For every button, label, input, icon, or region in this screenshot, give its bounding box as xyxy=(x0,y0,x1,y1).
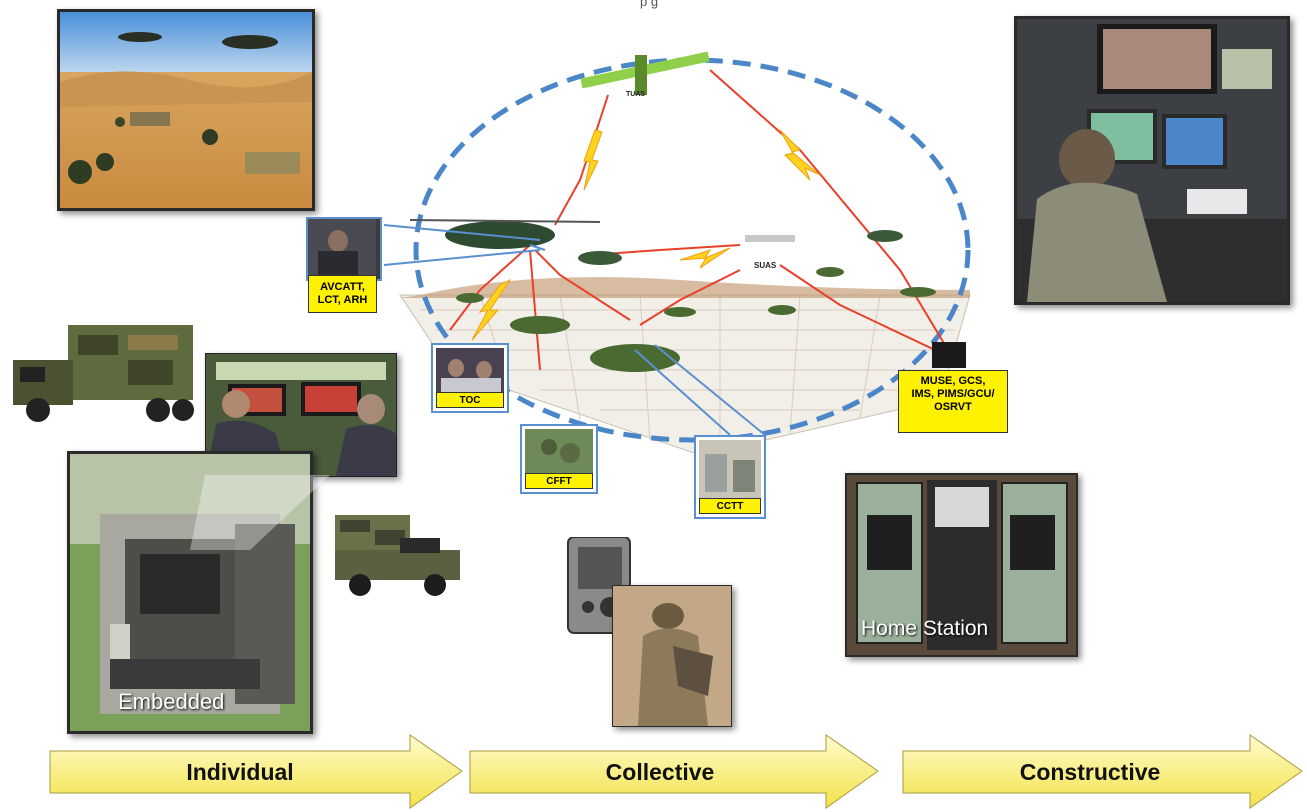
cctt-thumbnail: CCTT xyxy=(694,435,766,519)
suas-aircraft xyxy=(745,235,795,242)
toc-thumbnail: TOC xyxy=(431,343,509,413)
arrow-label-constructive: Constructive xyxy=(1019,759,1161,785)
tuas-aircraft xyxy=(580,51,710,95)
arrow-label-collective: Collective xyxy=(605,759,715,785)
arrow-collective xyxy=(469,734,879,809)
arrow-label-individual: Individual xyxy=(186,759,294,785)
suas-label: SUAS xyxy=(754,261,777,270)
muse-label-line3: OSRVT xyxy=(934,401,972,413)
embedded-training-photo: Embedded xyxy=(67,451,313,734)
cctt-label: CCTT xyxy=(699,498,761,514)
toc-label: TOC xyxy=(436,392,504,408)
operator-scene-image xyxy=(1017,19,1287,302)
desert-simulation-photo xyxy=(57,9,315,211)
progression-arrows xyxy=(49,734,1303,809)
ground-control-station-icon xyxy=(932,342,966,368)
cropped-header-text: p g xyxy=(640,0,659,9)
avcatt-label-line2: LCT, ARH xyxy=(317,294,368,306)
muse-label-line2: IMS, PIMS/GCU/ xyxy=(911,388,995,400)
avcatt-thumbnail xyxy=(306,217,382,281)
thumbnail-connectors xyxy=(383,224,766,436)
cfft-label: CFFT xyxy=(525,473,593,489)
home-station-photo: Home Station xyxy=(845,473,1078,657)
avcatt-label: AVCATT, LCT, ARH xyxy=(308,275,377,313)
helicopter-small xyxy=(578,230,903,265)
embedded-caption: Embedded xyxy=(118,689,225,714)
network-diagram xyxy=(383,51,971,456)
signal-bolts xyxy=(471,129,821,341)
arrow-individual xyxy=(49,734,463,809)
arrow-constructive xyxy=(902,734,1303,809)
helicopter-main xyxy=(409,219,601,249)
cfft-thumbnail: CFFT xyxy=(520,424,598,494)
dismounted-soldier-photo xyxy=(612,585,732,727)
humvee-image xyxy=(330,510,465,600)
home-station-caption: Home Station xyxy=(861,617,989,640)
desert-scene-image xyxy=(60,12,312,208)
muse-label-line1: MUSE, GCS, xyxy=(920,375,986,387)
tactical-truck-image xyxy=(8,320,198,425)
zoom-connector xyxy=(190,475,330,550)
muse-label: MUSE, GCS, IMS, PIMS/GCU/ OSRVT xyxy=(898,370,1008,433)
tuas-label: TUAS xyxy=(626,91,646,98)
ground-vehicles xyxy=(456,267,936,372)
operator-workstation-photo xyxy=(1014,16,1290,305)
avcatt-label-line1: AVCATT, xyxy=(320,281,365,293)
